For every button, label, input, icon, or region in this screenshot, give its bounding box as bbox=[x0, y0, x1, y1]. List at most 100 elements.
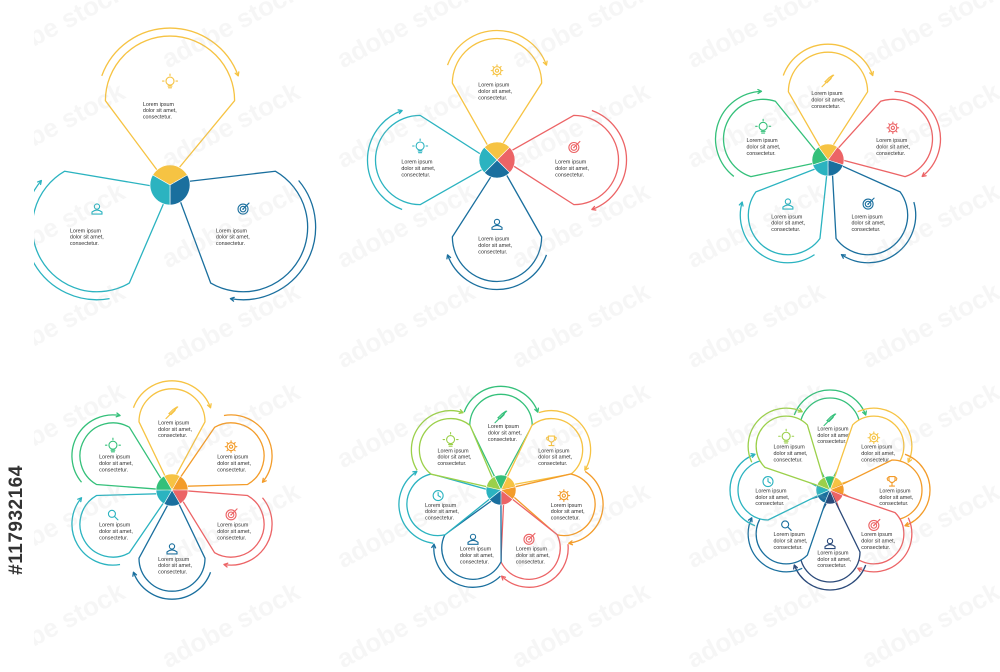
hub-sector bbox=[149, 174, 171, 206]
petal-text-line: consectetur. bbox=[851, 227, 880, 233]
cycle-arrow-arc bbox=[463, 385, 539, 413]
target-icon bbox=[568, 140, 581, 154]
petal-outline bbox=[502, 417, 584, 488]
petal-text-line: dolor sit amet, bbox=[861, 539, 895, 545]
arrow-head bbox=[261, 477, 267, 483]
petal-text-line: dolor sit amet, bbox=[538, 455, 572, 461]
lightbulb-icon bbox=[442, 432, 459, 447]
arrow-head bbox=[862, 410, 867, 416]
search-icon bbox=[781, 520, 792, 531]
petal-text-line: consectetur. bbox=[158, 570, 187, 576]
arrow-head bbox=[229, 296, 235, 302]
petal-text-line: dolor sit amet, bbox=[478, 89, 512, 95]
petal-text-line: consectetur. bbox=[158, 433, 187, 439]
petal-text-line: dolor sit amet, bbox=[876, 144, 910, 150]
user-icon bbox=[166, 543, 178, 555]
arrow-head bbox=[747, 517, 753, 523]
petal-text-line: consectetur. bbox=[879, 501, 908, 507]
cycle-arrow-arc bbox=[729, 453, 756, 527]
petal-outline bbox=[104, 35, 236, 184]
petal-text-line: consectetur. bbox=[488, 437, 517, 443]
cycle-arrow-arc bbox=[894, 90, 942, 177]
hub-sector bbox=[486, 476, 502, 491]
petal-text-line: dolor sit amet, bbox=[774, 539, 808, 545]
hub-sector bbox=[816, 476, 831, 491]
petal-outline bbox=[138, 492, 206, 592]
petal-text-line: consectetur. bbox=[216, 241, 245, 247]
cycle-arrow-arc bbox=[591, 109, 628, 211]
arrow-head bbox=[793, 564, 798, 570]
arrow-head bbox=[738, 201, 744, 207]
cycle-arrow-arc bbox=[501, 544, 569, 588]
arrow-head bbox=[223, 562, 229, 568]
petal-outline bbox=[406, 473, 499, 537]
petal-text-line: dolor sit amet, bbox=[99, 529, 133, 535]
clock-icon bbox=[432, 490, 444, 502]
petal-text-line: consectetur. bbox=[876, 151, 905, 157]
target-icon bbox=[523, 532, 536, 545]
rocket-icon bbox=[821, 74, 835, 88]
petal-text-line: Lorem ipsum bbox=[817, 426, 849, 432]
cycle-arrow-arc bbox=[714, 90, 762, 177]
petal-text-line: dolor sit amet, bbox=[99, 461, 133, 467]
arrow-head bbox=[584, 465, 589, 471]
rocket-icon bbox=[165, 406, 179, 420]
arrow-head bbox=[500, 575, 507, 581]
petal-text-line: consectetur. bbox=[401, 172, 430, 178]
petal-outline bbox=[737, 459, 827, 521]
arrow-head bbox=[36, 179, 43, 186]
petal-text-line: dolor sit amet, bbox=[861, 451, 895, 457]
arrow-head bbox=[797, 407, 803, 413]
arrow-head bbox=[840, 253, 847, 259]
petal-outline bbox=[441, 493, 502, 580]
search-icon bbox=[107, 509, 119, 521]
petal-text-line: Lorem ipsum bbox=[143, 102, 175, 108]
petal-text-line: Lorem ipsum bbox=[551, 503, 583, 509]
petal-outline bbox=[175, 489, 265, 558]
cycle-arrow-arc bbox=[538, 410, 592, 471]
petal-outline bbox=[833, 459, 923, 521]
petal-text-line: dolor sit amet, bbox=[143, 108, 177, 114]
petal-text-line: consectetur. bbox=[817, 563, 846, 569]
cycle-arrow-arc bbox=[747, 407, 803, 463]
cycle-arrow-arc bbox=[71, 414, 121, 483]
petal-text-line: dolor sit amet, bbox=[217, 461, 251, 467]
petal-text-line: Lorem ipsum bbox=[158, 420, 190, 426]
petal-text-line: consectetur. bbox=[437, 461, 466, 467]
petal-text-line: Lorem ipsum bbox=[774, 445, 806, 451]
petal-text-line: consectetur. bbox=[811, 104, 840, 110]
trophy-icon bbox=[886, 476, 898, 487]
gear-icon bbox=[557, 489, 571, 502]
petal-text-line: dolor sit amet, bbox=[488, 430, 522, 436]
petal-text-line: dolor sit amet, bbox=[217, 529, 251, 535]
petal-text-line: dolor sit amet, bbox=[755, 495, 789, 501]
petal-text-line: dolor sit amet, bbox=[70, 235, 104, 241]
petal-text-line: consectetur. bbox=[774, 457, 803, 463]
petal-text-line: dolor sit amet, bbox=[774, 451, 808, 457]
arrow-head bbox=[542, 60, 548, 66]
gear-icon bbox=[224, 440, 238, 454]
petal-text-line: Lorem ipsum bbox=[99, 455, 131, 461]
cycle-arrow-arc bbox=[223, 497, 273, 566]
arrow-head bbox=[446, 254, 452, 260]
user-icon bbox=[491, 218, 503, 230]
arrow-head bbox=[921, 172, 927, 178]
cycle-arrow-arc bbox=[904, 453, 931, 527]
